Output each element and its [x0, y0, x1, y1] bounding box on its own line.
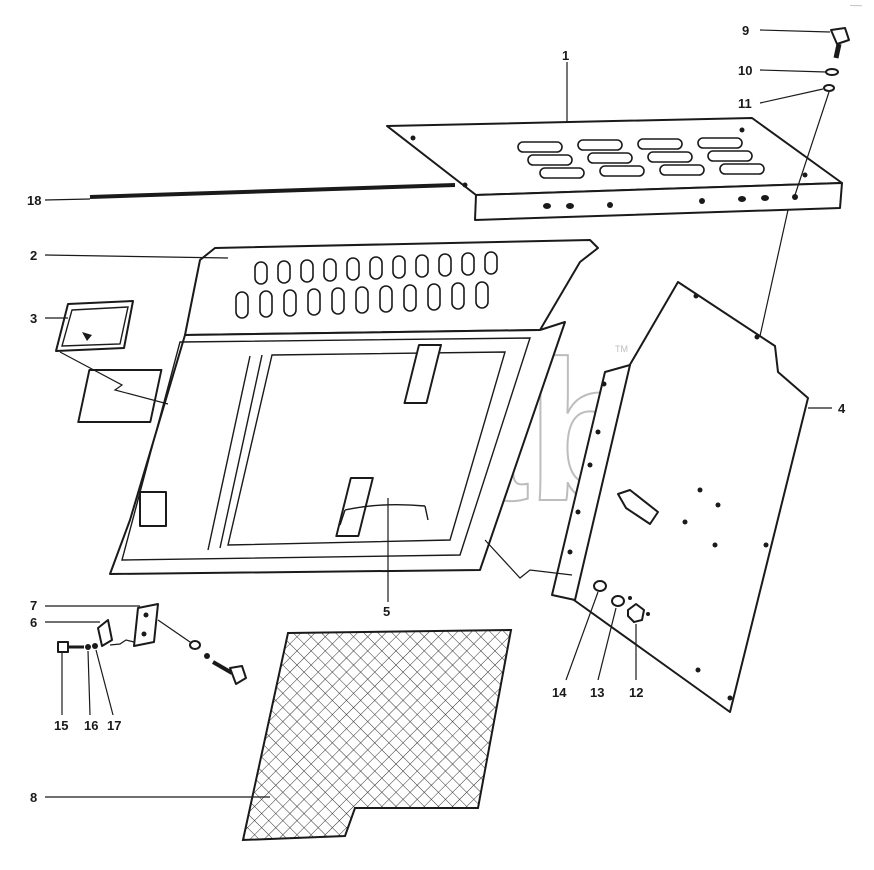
- part-10-washer: [825, 68, 839, 76]
- callout-8: 8: [30, 790, 37, 805]
- trademark-mark: TM: [615, 344, 628, 354]
- fastener-axis-side: [759, 209, 789, 337]
- callout-4: 4: [838, 401, 846, 416]
- corner-mark: -—: [850, 0, 862, 10]
- part-11-washer: [823, 84, 835, 92]
- callout-18: 18: [27, 193, 41, 208]
- callout-leaders: [44, 29, 832, 798]
- part-14-washer: [593, 580, 607, 592]
- callout-labels: 1 2 3 4 5 6 7 8 9 10 11 12 13 14 15 16 1…: [27, 23, 846, 805]
- callout-14: 14: [552, 685, 567, 700]
- part-15-bolt: [57, 641, 84, 653]
- callout-13: 13: [590, 685, 604, 700]
- fastener-axis-top: [794, 91, 830, 196]
- callout-16: 16: [84, 718, 98, 733]
- part-13-washer: [611, 595, 632, 607]
- callout-10: 10: [738, 63, 752, 78]
- part-7-bracket: [133, 603, 159, 647]
- part-2-hood-frame: [77, 239, 599, 575]
- callout-17: 17: [107, 718, 121, 733]
- callout-2: 2: [30, 248, 37, 263]
- callout-1: 1: [562, 48, 569, 63]
- bracket-bolt-set: [157, 619, 247, 685]
- callout-5: 5: [383, 604, 390, 619]
- part-9-top-bolt: [830, 27, 850, 59]
- leader-4-path: [484, 539, 573, 579]
- callout-15: 15: [54, 718, 68, 733]
- hood-vent-slots: [235, 251, 498, 319]
- callout-6: 6: [30, 615, 37, 630]
- callout-11: 11: [738, 96, 752, 111]
- leader-6-path: [109, 639, 135, 646]
- callout-3: 3: [30, 311, 37, 326]
- callout-9: 9: [742, 23, 749, 38]
- callout-7: 7: [30, 598, 37, 613]
- part-16-washer: [85, 644, 91, 650]
- part-6-latch: [97, 619, 113, 647]
- top-cover-vent-slots: [517, 137, 765, 179]
- part-8-mesh-filter: [241, 628, 513, 842]
- part-3-small-plate: [55, 300, 134, 352]
- leader-3-path: [59, 351, 169, 405]
- callout-12: 12: [629, 685, 643, 700]
- part-12-nut: [627, 603, 650, 623]
- part-1-top-cover: [386, 117, 843, 221]
- part-18-rod: [89, 183, 456, 199]
- part-17-nut: [92, 643, 98, 649]
